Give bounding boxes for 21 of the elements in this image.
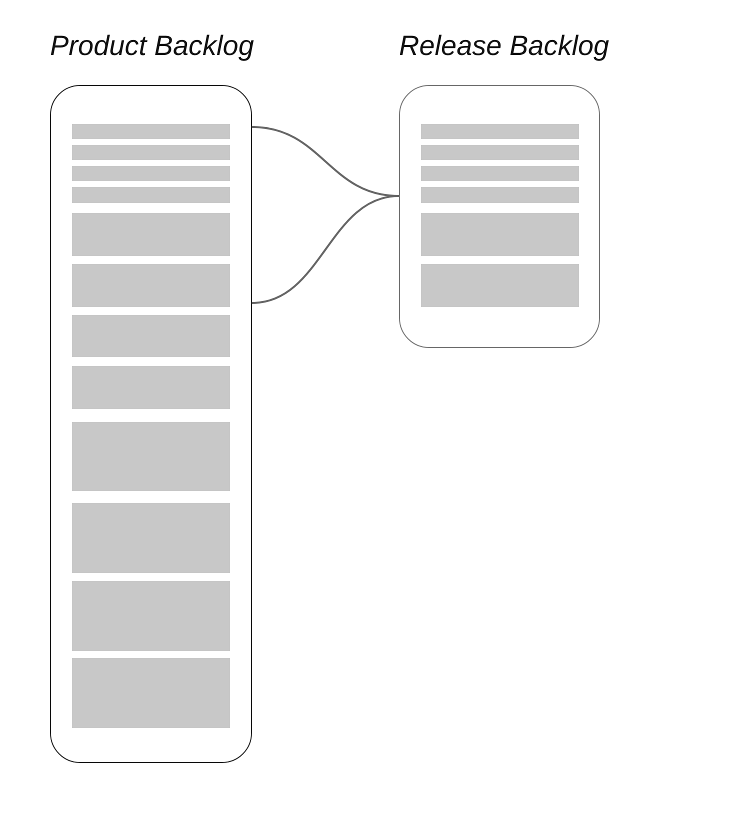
- backlog-item-bar: [72, 145, 230, 160]
- backlog-item-bar: [72, 124, 230, 139]
- backlog-item-bar: [72, 581, 230, 651]
- backlog-item-bar: [72, 166, 230, 181]
- column-heading: Product Backlog: [50, 30, 254, 62]
- backlog-item-bar: [421, 213, 579, 256]
- backlog-item-bar: [421, 166, 579, 181]
- backlog-item-bar: [72, 366, 230, 409]
- backlog-item-bar: [421, 264, 579, 307]
- backlog-item-bar: [72, 503, 230, 573]
- backlog-item-bar: [72, 422, 230, 491]
- backlog-item-bar: [421, 145, 579, 160]
- connector-curve: [252, 195, 400, 304]
- backlog-item-bar: [72, 315, 230, 357]
- column-heading: Release Backlog: [399, 30, 610, 62]
- backlog-item-bar: [72, 187, 230, 203]
- backlog-item-bar: [72, 213, 230, 256]
- backlog-item-bar: [72, 658, 230, 728]
- backlog-item-bar: [421, 124, 579, 139]
- backlog-item-bar: [421, 187, 579, 203]
- backlog-item-bar: [72, 264, 230, 307]
